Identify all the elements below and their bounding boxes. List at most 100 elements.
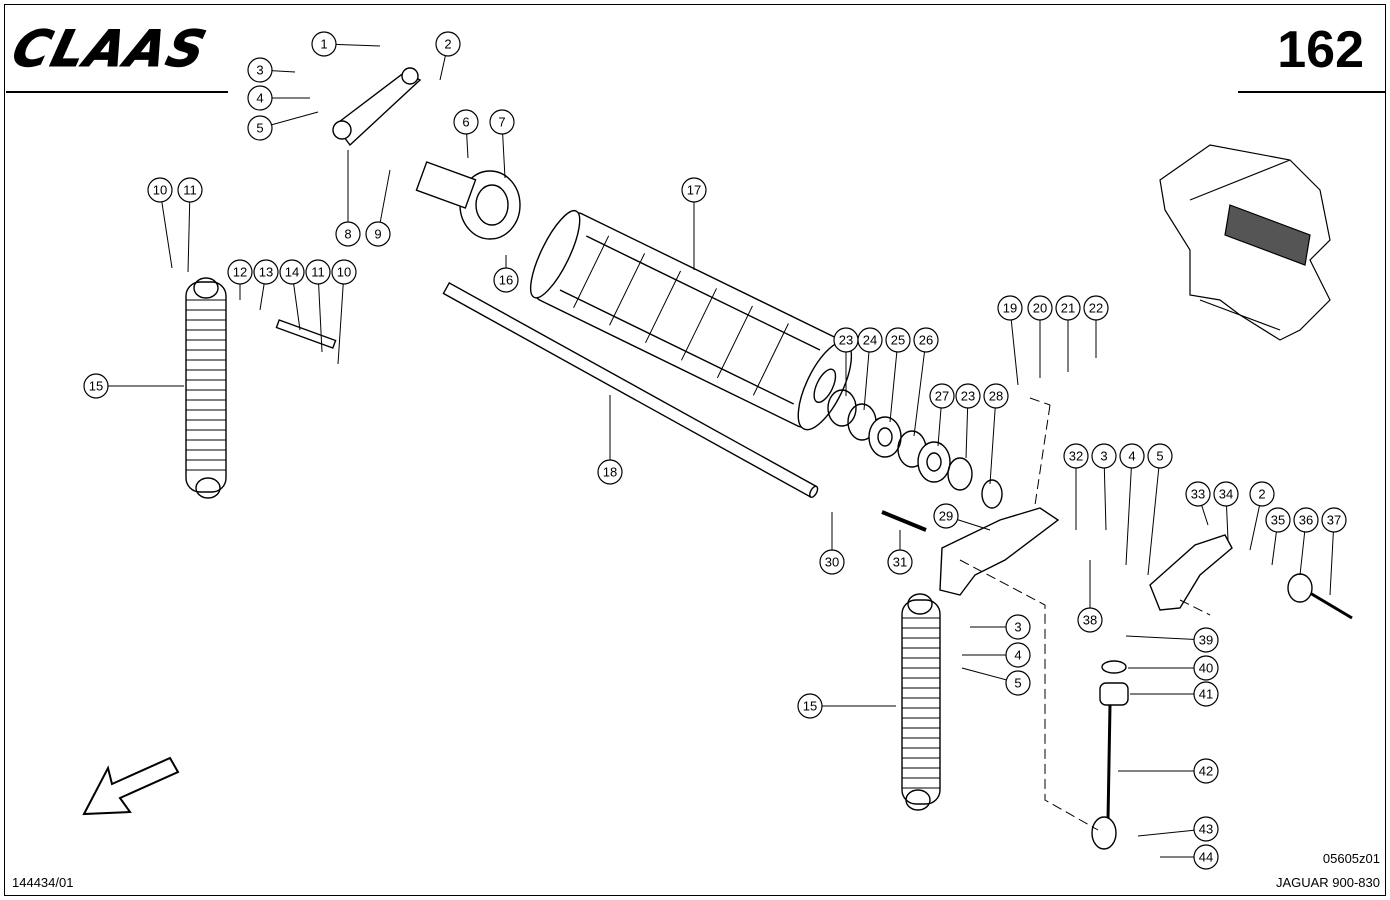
callout-circle — [1185, 481, 1211, 507]
callout-25: 25 — [885, 327, 911, 423]
callout-circle — [335, 221, 361, 247]
callout-number: 43 — [1199, 822, 1213, 837]
leader-line — [913, 339, 927, 437]
callout-circle — [489, 109, 515, 135]
part-artwork — [82, 67, 1353, 850]
callout-31: 31 — [887, 530, 913, 575]
leader-line — [989, 395, 997, 485]
callout-number: 34 — [1219, 487, 1233, 502]
callout-35: 35 — [1265, 507, 1291, 566]
callout-11: 11 — [305, 259, 331, 353]
callout-26: 26 — [913, 327, 939, 437]
callout-number: 23 — [839, 333, 853, 348]
callout-number: 3 — [1014, 620, 1021, 635]
callout-circle — [1193, 758, 1219, 784]
callout-22: 22 — [1083, 295, 1109, 358]
callout-number: 36 — [1299, 513, 1313, 528]
callout-14: 14 — [279, 259, 305, 331]
callout-circle — [913, 327, 939, 353]
machine-overview — [1159, 144, 1331, 341]
callout-circle — [1083, 295, 1109, 321]
callout-number: 25 — [891, 333, 905, 348]
callout-number: 5 — [1156, 449, 1163, 464]
callout-39: 39 — [1125, 627, 1219, 653]
callout-24: 24 — [857, 327, 883, 411]
callout-11: 11 — [177, 177, 203, 273]
callout-circle — [1213, 481, 1239, 507]
callout-number: 24 — [863, 333, 877, 348]
callout-circle — [1005, 642, 1031, 668]
callout-number: 10 — [337, 265, 351, 280]
callout-4: 4 — [1119, 443, 1145, 566]
callout-circle — [1119, 443, 1145, 469]
leader-line — [317, 271, 323, 353]
callout-number: 11 — [311, 265, 325, 280]
callout-17: 17 — [681, 177, 707, 270]
callout-number: 6 — [462, 115, 469, 130]
direction-arrow — [82, 756, 180, 816]
callout-circle — [147, 177, 173, 203]
spring-right — [901, 593, 941, 811]
callout-32: 32 — [1063, 443, 1089, 530]
callout-circle — [1005, 614, 1031, 640]
callout-number: 2 — [1258, 487, 1265, 502]
callout-5: 5 — [961, 667, 1031, 696]
callout-number: 27 — [935, 389, 949, 404]
callout-10: 10 — [331, 259, 357, 365]
leader-line — [889, 339, 899, 423]
callout-number: 20 — [1033, 301, 1047, 316]
flange-hub — [415, 161, 521, 240]
callout-16: 16 — [493, 255, 519, 293]
callout-number: 9 — [374, 227, 381, 242]
callout-41: 41 — [1130, 681, 1219, 707]
callout-number: 21 — [1061, 301, 1075, 316]
callout-number: 29 — [939, 509, 953, 524]
callout-circle — [887, 549, 913, 575]
callout-circle — [247, 57, 273, 83]
callout-23: 23 — [833, 327, 859, 396]
callout-5: 5 — [247, 111, 319, 141]
callout-number: 23 — [961, 389, 975, 404]
callout-37: 37 — [1321, 507, 1347, 596]
callout-circle — [1091, 443, 1117, 469]
callout-circle — [885, 327, 911, 353]
callout-29: 29 — [933, 503, 991, 531]
callout-number: 28 — [989, 389, 1003, 404]
callout-15: 15 — [83, 373, 184, 399]
callout-number: 5 — [1014, 676, 1021, 691]
callout-number: 18 — [603, 465, 617, 480]
callout-circle — [1063, 443, 1089, 469]
callout-circle — [227, 259, 253, 285]
callout-circle — [1077, 607, 1103, 633]
callout-6: 6 — [453, 109, 479, 159]
callout-number: 32 — [1069, 449, 1083, 464]
callout-circle — [253, 259, 279, 285]
bearing-bracket — [939, 507, 1060, 596]
callout-circle — [453, 109, 479, 135]
callout-3: 3 — [247, 57, 296, 83]
model-label: JAGUAR 900-830 — [1275, 875, 1380, 890]
screw — [881, 510, 927, 532]
callout-19: 19 — [997, 295, 1023, 386]
leader-line — [337, 271, 345, 365]
callout-circle — [1293, 507, 1319, 533]
callout-43: 43 — [1137, 816, 1219, 842]
callout-3: 3 — [1091, 443, 1117, 531]
callout-30: 30 — [819, 512, 845, 575]
callout-number: 33 — [1191, 487, 1205, 502]
callout-circle — [83, 373, 109, 399]
callout-number: 22 — [1089, 301, 1103, 316]
callout-number: 26 — [919, 333, 933, 348]
callout-27: 27 — [929, 383, 955, 447]
callout-number: 44 — [1199, 850, 1213, 865]
callout-circle — [681, 177, 707, 203]
page-frame — [4, 4, 1386, 896]
callout-number: 37 — [1327, 513, 1341, 528]
callout-9: 9 — [365, 169, 391, 247]
callout-12: 12 — [227, 259, 253, 300]
callout-circle — [933, 503, 959, 529]
drawing-id: 05605z01 — [1322, 851, 1380, 866]
callout-number: 10 — [153, 183, 167, 198]
callout-circle — [279, 259, 305, 285]
